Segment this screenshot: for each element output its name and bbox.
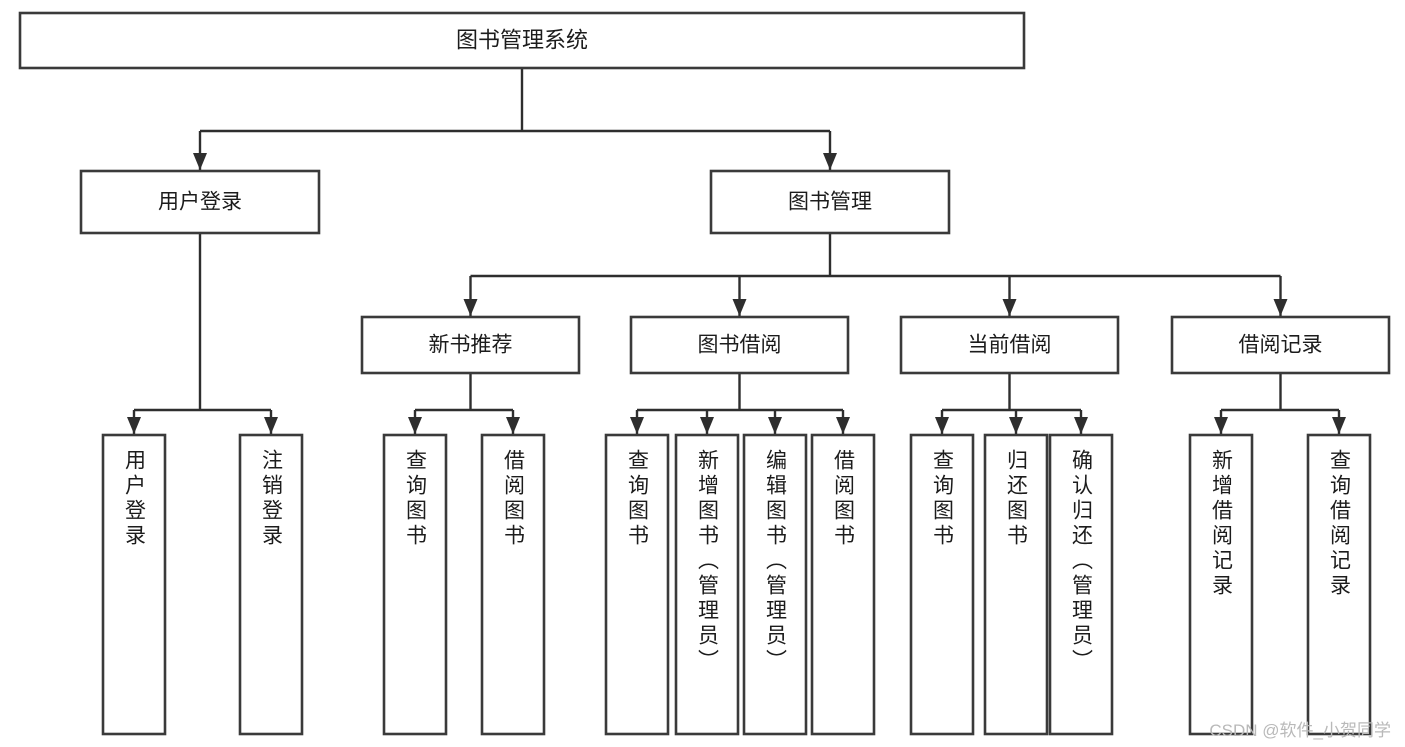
arrow-to-leaf-2-2 <box>768 417 782 434</box>
arrow-to-leaf-4-0 <box>1214 417 1228 434</box>
leaf-box-7[interactable] <box>810 433 876 736</box>
node-label-level3-1: 图书借阅 <box>698 334 782 357</box>
node-label-level3-0: 新书推荐 <box>429 334 513 357</box>
leaf-box-2[interactable] <box>382 433 448 736</box>
arrow-to-leaf-3-0 <box>935 417 949 434</box>
arrow-to-level3-2 <box>1002 299 1017 316</box>
node-label-level2-1: 图书管理 <box>788 191 872 214</box>
node-box-level3-3[interactable] <box>1170 315 1391 375</box>
leaf-box-6[interactable] <box>742 433 808 736</box>
node-label-root: 图书管理系统 <box>456 27 588 52</box>
arrow-to-leaf-4-1 <box>1332 417 1346 434</box>
node-label-level2-0: 用户登录 <box>158 191 242 214</box>
leaf-box-0[interactable] <box>101 433 167 736</box>
arrow-to-level3-1 <box>732 299 747 316</box>
connectors-layer <box>127 68 1346 434</box>
arrow-to-leaf-1-1 <box>506 417 520 434</box>
watermark: CSDN @软件_小贺同学 <box>1209 721 1391 740</box>
leaf-box-4[interactable] <box>604 433 670 736</box>
leaf-box-9[interactable] <box>983 433 1049 736</box>
node-box-root[interactable] <box>18 11 1026 70</box>
leaf-box-8[interactable] <box>909 433 975 736</box>
arrow-to-leaf-2-0 <box>630 417 644 434</box>
node-label-level3-3: 借阅记录 <box>1239 334 1323 357</box>
arrow-to-leaf-0-1 <box>264 417 278 434</box>
arrow-to-leaf-2-1 <box>700 417 714 434</box>
leaf-box-1[interactable] <box>238 433 304 736</box>
arrow-to-level2-0 <box>193 153 207 170</box>
leaf-box-12[interactable] <box>1306 433 1372 736</box>
leaf-box-5[interactable] <box>674 433 740 736</box>
arrow-to-level3-0 <box>463 299 478 316</box>
arrow-to-leaf-0-0 <box>127 417 141 434</box>
leaf-box-3[interactable] <box>480 433 546 736</box>
arrow-to-leaf-2-3 <box>836 417 850 434</box>
node-box-level2-1[interactable] <box>709 169 951 235</box>
leaf-box-11[interactable] <box>1188 433 1254 736</box>
leaf-box-10[interactable] <box>1048 433 1114 736</box>
node-box-level3-0[interactable] <box>360 315 581 375</box>
node-box-level3-2[interactable] <box>899 315 1120 375</box>
arrow-to-leaf-1-0 <box>408 417 422 434</box>
node-box-level2-0[interactable] <box>79 169 321 235</box>
arrow-to-leaf-3-1 <box>1009 417 1023 434</box>
arrow-to-level2-1 <box>823 153 837 170</box>
node-box-level3-1[interactable] <box>629 315 850 375</box>
arrow-to-level3-3 <box>1273 299 1288 316</box>
arrow-to-leaf-3-2 <box>1074 417 1088 434</box>
node-label-level3-2: 当前借阅 <box>968 334 1052 357</box>
